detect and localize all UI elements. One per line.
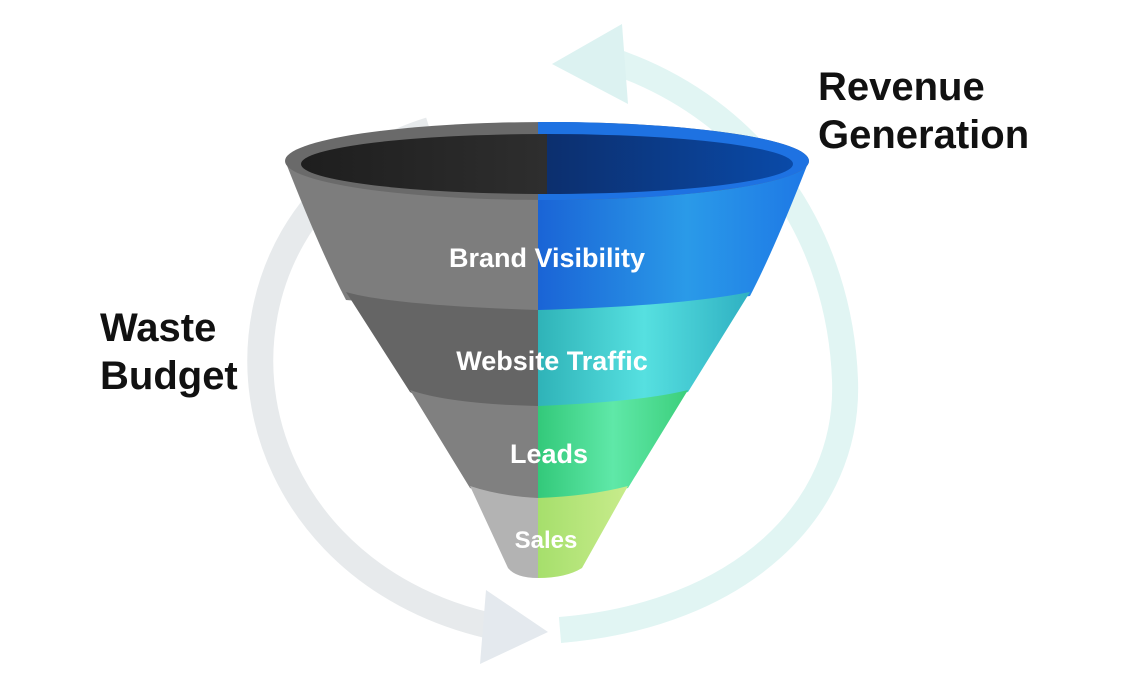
funnel-right-band-2 [538, 292, 750, 412]
stage-label-website-traffic: Website Traffic [456, 346, 648, 376]
revenue-generation-line-1: Revenue [818, 65, 985, 109]
waste-arrow-head [480, 590, 548, 664]
waste-budget-label: Waste Budget [100, 304, 238, 400]
revenue-arrow [558, 47, 859, 643]
funnel-rim [285, 121, 810, 201]
funnel-left-band-1 [286, 163, 538, 315]
funnel-right-half [538, 163, 808, 578]
funnel-left-half [286, 163, 538, 578]
funnel-left-band-4 [470, 486, 538, 578]
funnel-right-band-1 [538, 163, 808, 315]
waste-budget-line-1: Waste [100, 306, 217, 350]
funnel-left-band-3 [410, 390, 538, 500]
revenue-generation-line-2: Generation [818, 113, 1030, 157]
stage-label-leads: Leads [510, 439, 588, 469]
funnel-right-band-4 [538, 486, 628, 578]
stage-label-brand-visibility: Brand Visibility [449, 243, 645, 273]
funnel-left-band-2 [346, 292, 538, 412]
revenue-generation-label: Revenue Generation [818, 63, 1029, 159]
waste-budget-line-2: Budget [100, 354, 238, 398]
funnel-stage-labels: Brand Visibility Website Traffic Leads S… [449, 243, 648, 554]
stage-label-sales: Sales [515, 527, 578, 554]
revenue-arrow-head [552, 24, 628, 104]
funnel-right-band-3 [538, 390, 688, 500]
